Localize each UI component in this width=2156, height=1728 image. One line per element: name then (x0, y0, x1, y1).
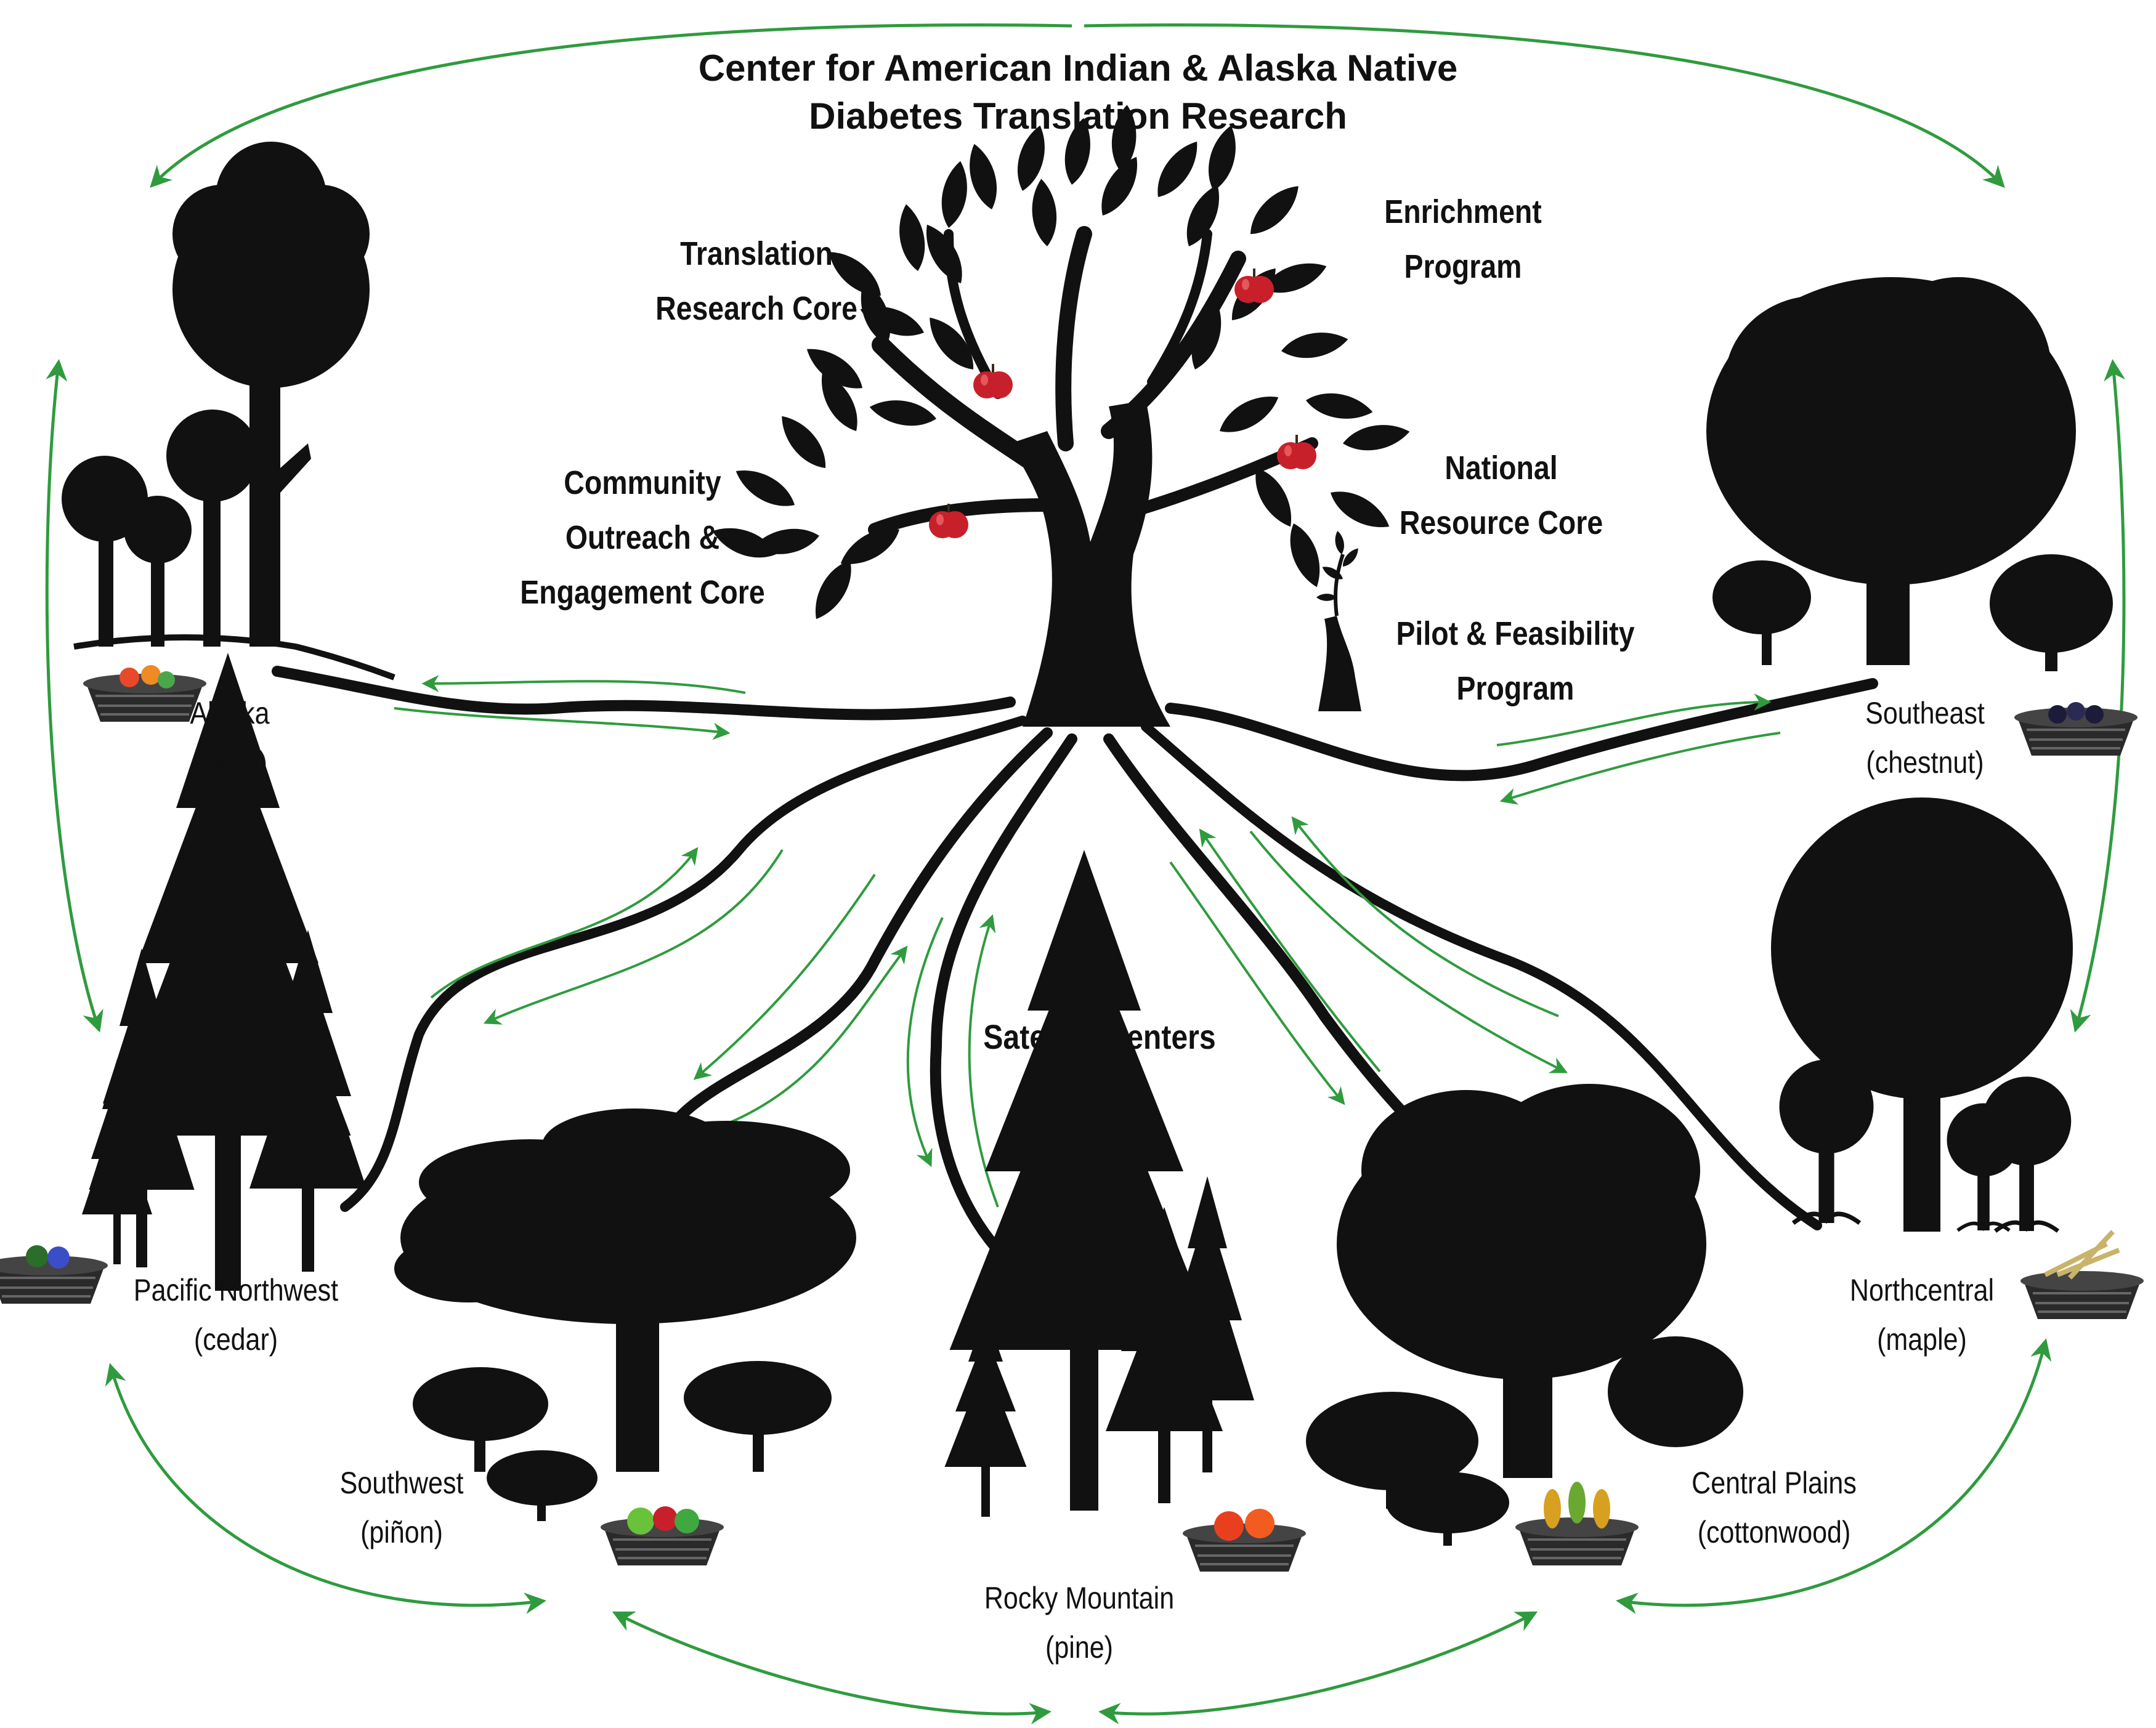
community-line-2: Outreach & (565, 519, 720, 557)
label-region-central-plains: Central Plains (cottonwood) (1692, 1458, 1857, 1557)
label-enrichment-program: Enrichment Program (1384, 185, 1541, 294)
rocky-mountain-basket-icon (1181, 1522, 1307, 1573)
arrow-up-southwest (702, 945, 908, 1134)
enrichment-line-1: Enrichment (1384, 193, 1542, 230)
arrow-down-central-plains (1169, 861, 1345, 1105)
title-line-2: Diabetes Translation Research (809, 95, 1347, 137)
branch-right (1101, 251, 1246, 439)
translation-line-1: Translation (680, 235, 833, 272)
region-name: Pacific Northwest (133, 1273, 339, 1307)
root-to-rocky-mountain (930, 733, 1077, 1256)
central-apple-tree (708, 103, 1412, 727)
national-line-1: National (1445, 450, 1558, 487)
root-to-northcentral (1141, 722, 1822, 1230)
branch-left-low (868, 498, 1054, 536)
label-community-outreach-core: Community Outreach & Engagement Core (520, 456, 764, 620)
central-plains-cottonwood-trees (1306, 1084, 1743, 1546)
region-name: Central Plains (1692, 1466, 1857, 1500)
label-region-southeast: Southeast (chestnut) (1865, 688, 1985, 787)
arrow-to-southeast (1496, 693, 1772, 746)
northcentral-basket-icon (2019, 1270, 2145, 1320)
pilot-sapling-icon (1316, 530, 1361, 711)
branch-up (1055, 226, 1092, 451)
region-name: Southwest (339, 1466, 464, 1500)
arrow-from-southeast (1499, 732, 1781, 805)
label-pilot-feasibility-program: Pilot & Feasibility Program (1396, 607, 1634, 716)
root-to-southwest (654, 727, 1053, 1157)
arrow-bottom-left (105, 1363, 546, 1614)
region-tree: (pine) (1045, 1630, 1113, 1665)
arrow-down-pnw (483, 849, 784, 1025)
arrow-down-southwest (693, 873, 876, 1080)
outer-connection-arrows (45, 23, 2126, 1725)
label-region-pacific-northwest: Pacific Northwest (cedar) (134, 1266, 338, 1364)
label-region-southwest: Southwest (piñon) (340, 1458, 464, 1557)
region-tree: (birch) (192, 745, 267, 780)
title-line-1: Center for American Indian & Alaska Nati… (698, 47, 1458, 89)
region-tree: (piñon) (360, 1515, 443, 1549)
arrow-bottom-mid-left (612, 1611, 1052, 1725)
label-translation-research-core: Translation Research Core (655, 227, 857, 336)
arrow-bottom-mid-right (1098, 1611, 1538, 1725)
arrow-bottom-right (1616, 1338, 2052, 1614)
enrichment-line-2: Program (1404, 248, 1522, 286)
southeast-chestnut-trees (1706, 277, 2113, 671)
translation-line-2: Research Core (655, 290, 857, 328)
national-line-2: Resource Core (1399, 504, 1603, 542)
satellite-centers-text: Satellite Centers (983, 1017, 1216, 1056)
arrow-from-alaska (394, 707, 731, 740)
branch-right-upper (1147, 229, 1212, 387)
arrow-up-northcentral (1291, 816, 1559, 1017)
arrow-up-pnw (430, 847, 699, 999)
branch-left (872, 336, 1050, 477)
region-tree: (chestnut) (1866, 745, 1984, 780)
label-region-alaska: Alaska (birch) (190, 688, 269, 787)
pilot-line-1: Pilot & Feasibility (1396, 615, 1635, 652)
label-region-northcentral: Northcentral (maple) (1850, 1266, 1994, 1364)
community-line-1: Community (564, 464, 721, 501)
central-tree-trunk (1010, 400, 1170, 727)
region-tree: (cottonwood) (1697, 1515, 1851, 1549)
community-line-3: Engagement Core (520, 574, 765, 612)
region-name: Rocky Mountain (984, 1581, 1175, 1615)
rocky-mountain-pine-trees (944, 850, 1254, 1517)
northcentral-maple-trees (1771, 797, 2073, 1232)
arrow-left-upper (45, 359, 103, 1033)
page-title: Center for American Indian & Alaska Nati… (699, 44, 1458, 140)
arrow-top-right (1084, 23, 2005, 188)
pilot-line-2: Program (1456, 670, 1574, 708)
root-to-alaska (272, 666, 1016, 721)
central-plains-basket-icon (1514, 1516, 1640, 1567)
root-to-pacific-northwest (340, 716, 1027, 1212)
arrow-top-left (150, 23, 1072, 188)
arrow-up-rocky (968, 914, 999, 1208)
label-satellite-centers: Satellite Centers (983, 1016, 1215, 1057)
label-region-rocky-mountain: Rocky Mountain (pine) (984, 1573, 1174, 1672)
region-tree: (maple) (1877, 1322, 1967, 1357)
region-name: Northcentral (1849, 1273, 1995, 1307)
arrow-up-central-plains (1199, 828, 1381, 1073)
arrow-to-alaska (421, 674, 746, 694)
label-national-resource-core: National Resource Core (1400, 441, 1603, 551)
region-name: Alaska (190, 696, 270, 730)
arrow-down-rocky (906, 917, 944, 1168)
southwest-pinon-trees (394, 1108, 856, 1521)
region-tree: (cedar) (193, 1322, 278, 1357)
arrow-down-northcentral (1249, 830, 1568, 1073)
alaska-birch-trees (62, 142, 395, 680)
arrow-right-upper (2070, 359, 2126, 1033)
region-name: Southeast (1865, 696, 1985, 730)
root-exchange-arrows (394, 674, 1781, 1208)
